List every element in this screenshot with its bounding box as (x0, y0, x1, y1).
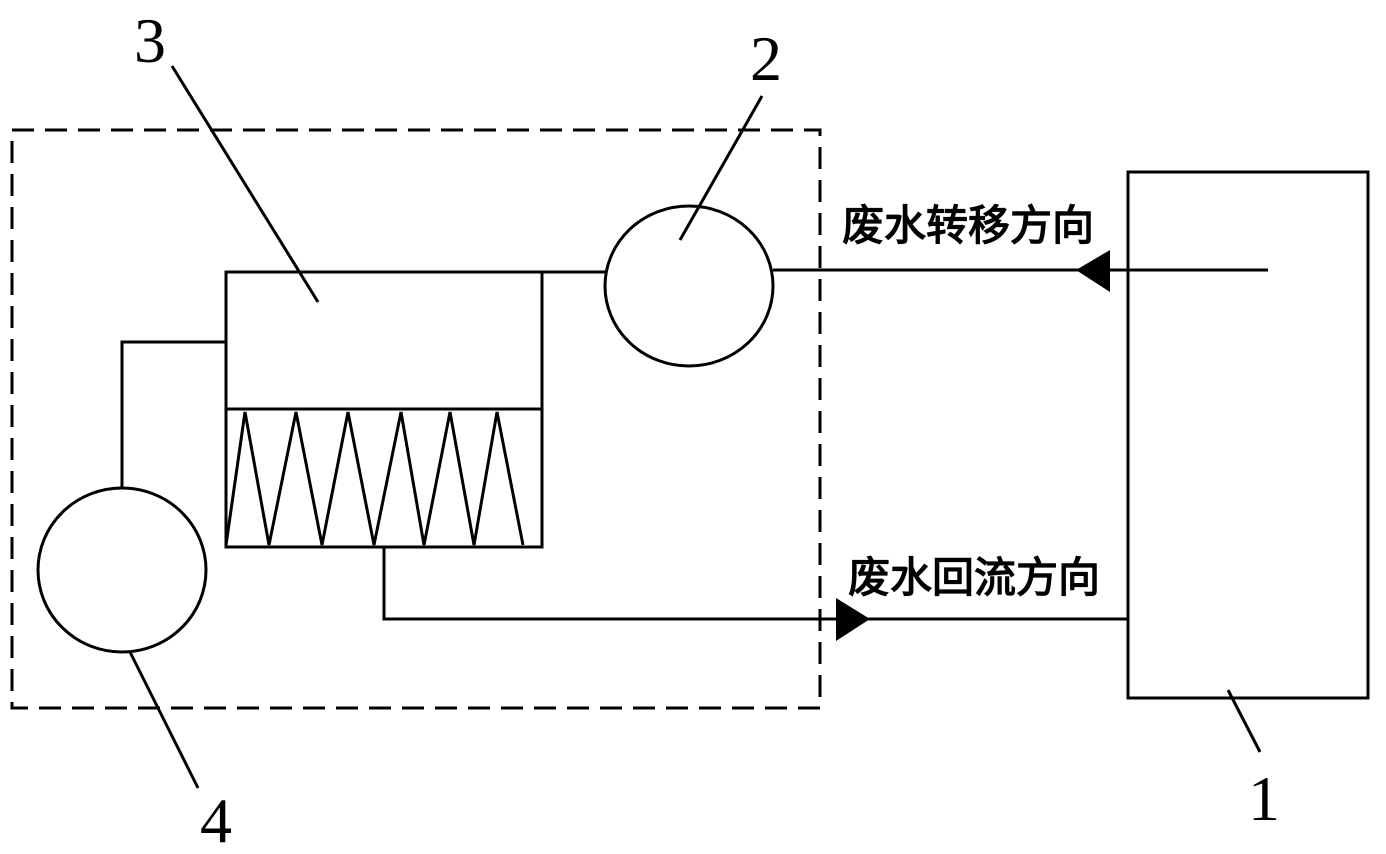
label-1: 1 (1248, 763, 1280, 834)
dashed-enclosure (10, 128, 822, 710)
component-3-filter-zigzag (224, 411, 525, 546)
pump-4 (36, 486, 208, 654)
leader-line-4 (128, 651, 200, 789)
tank-1 (1126, 170, 1370, 700)
label-3: 3 (134, 5, 166, 76)
label-4: 4 (200, 785, 232, 854)
return-direction-label: 废水回流方向 (848, 553, 1100, 602)
transfer-arrowhead (1076, 250, 1110, 292)
leader-line-3 (170, 65, 320, 303)
leader-line-1 (1226, 689, 1262, 753)
pipe-pump-4-to-chamber (120, 340, 226, 488)
return-arrowhead (836, 598, 870, 641)
transfer-direction-label: 废水转移方向 (842, 201, 1094, 250)
label-2: 2 (750, 23, 782, 94)
component-3-chamber (224, 270, 544, 411)
pump-2 (603, 204, 775, 368)
leader-line-2 (678, 95, 764, 241)
pipe-return (382, 547, 1128, 621)
